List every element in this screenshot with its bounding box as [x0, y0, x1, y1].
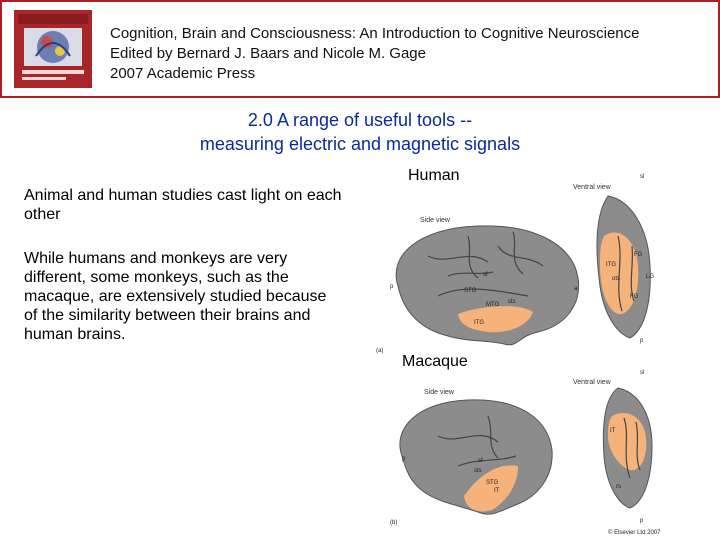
human-side-brain — [395, 225, 580, 346]
human-ventral-p-label: p — [640, 338, 644, 344]
panel-a-label: (a) — [376, 348, 383, 354]
book-publisher: 2007 Academic Press — [110, 65, 256, 82]
slide-title-line1: 2.0 A range of useful tools -- — [247, 110, 473, 130]
book-citation: Cognition, Brain and Consciousness: An I… — [110, 24, 639, 84]
book-editors: Edited by Bernard J. Baars and Nicole M.… — [110, 45, 426, 62]
macaque-stg-label: STG — [486, 480, 499, 486]
macaque-ventral-p-label: p — [640, 518, 644, 524]
book-header: Cognition, Brain and Consciousness: An I… — [0, 0, 720, 98]
brain-comparison-figure: Side view Ventral view sf STG sts MTG IT… — [368, 166, 668, 538]
human-mtg-label: MTG — [486, 302, 500, 308]
macaque-ventral-rs-label: rs — [616, 484, 621, 490]
macaque-side-view-label: Side view — [424, 389, 455, 396]
human-label: Human — [408, 167, 460, 184]
human-itg-label: ITG — [474, 320, 484, 326]
book-cover-image — [14, 10, 92, 88]
copyright-text: © Elsevier Ltd 2007 — [608, 529, 661, 536]
human-ventral-lg-label: LG — [646, 274, 654, 280]
paragraph-animal-human: Animal and human studies cast light on e… — [24, 187, 342, 223]
human-ventral-itg-label: ITG — [606, 262, 616, 268]
human-ventral-sl-label: sl — [640, 174, 644, 180]
macaque-ventral-it-label: IT — [610, 428, 616, 434]
human-stg-label: STG — [464, 288, 477, 294]
macaque-ventral-view-label: Ventral view — [573, 379, 612, 386]
human-sf-label: sf — [483, 272, 488, 278]
paragraph-macaque: While humans and monkeys are very differ… — [24, 250, 327, 343]
macaque-it-label: IT — [494, 488, 500, 494]
macaque-posterior-label: p — [402, 456, 406, 462]
human-side-view-label: Side view — [420, 217, 451, 224]
book-title: Cognition, Brain and Consciousness: An I… — [110, 25, 640, 42]
brain-illustration: Side view Ventral view sf STG sts MTG IT… — [376, 174, 661, 536]
human-anterior-label: a — [574, 286, 578, 292]
human-ventral-ots-label: ots — [612, 276, 620, 282]
human-ventral-view-label: Ventral view — [573, 184, 612, 191]
macaque-sts-label: sts — [474, 468, 482, 474]
macaque-sf-label: sf — [478, 458, 483, 464]
macaque-label: Macaque — [402, 353, 468, 370]
macaque-ventral-sl-label: sl — [640, 370, 644, 376]
human-ventral-fg2-label: FG — [630, 294, 639, 300]
human-temporal-highlight — [458, 306, 533, 333]
human-sts-label: sts — [508, 299, 516, 305]
human-ventral-fg-label: FG — [634, 252, 643, 258]
slide-title: 2.0 A range of useful tools -- measuring… — [0, 108, 720, 156]
human-posterior-label: p — [390, 284, 394, 290]
macaque-temporal-highlight — [464, 465, 518, 512]
slide-title-line2: measuring electric and magnetic signals — [199, 134, 521, 154]
panel-b-label: (b) — [390, 520, 397, 526]
macaque-side-brain — [399, 399, 553, 515]
